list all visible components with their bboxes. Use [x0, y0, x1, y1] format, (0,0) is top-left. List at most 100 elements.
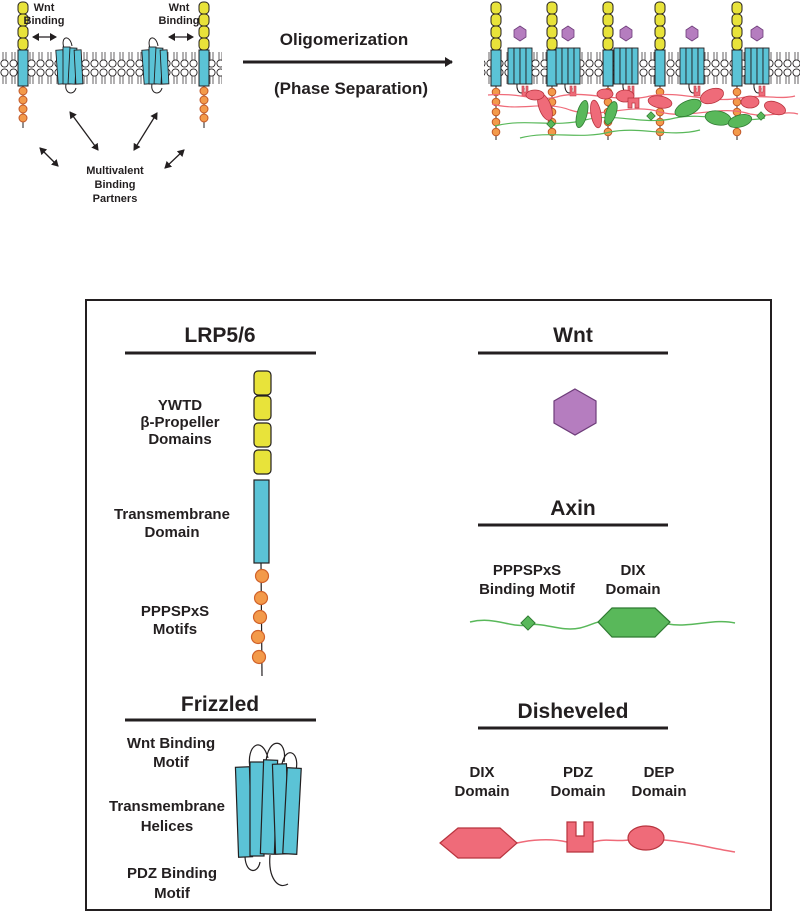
cluster-lrp-ywtd	[654, 1, 666, 15]
frizzled-receptor-left	[55, 37, 84, 94]
frizzled-helices-label-2: Helices	[141, 818, 194, 835]
oligomerization-label: Oligomerization	[280, 30, 408, 49]
cluster-lrp-ywtd	[490, 13, 502, 27]
cluster-lrp-motif	[491, 97, 501, 107]
multivalent-arrow-2	[69, 111, 99, 151]
signalosome-receptor-clusters	[490, 1, 770, 140]
cluster-lrp-ywtd	[546, 1, 558, 15]
lrp-tm-label-2: Domain	[144, 524, 199, 541]
cluster-lrp-ywtd	[654, 37, 666, 51]
legend-wnt: Wnt	[478, 324, 668, 436]
lrp-motifs-label-2: Motifs	[153, 621, 197, 638]
lrp-ywtd-label-1: YWTD	[158, 397, 202, 414]
lrp-receptor-left	[17, 1, 29, 128]
cluster-frizzled-helix	[513, 47, 521, 85]
cluster-frizzled-helix	[519, 47, 527, 85]
cluster-lrp-ywtd	[602, 37, 614, 51]
cluster-dvl-pdz	[569, 85, 577, 97]
cluster-frizzled-helix	[619, 47, 627, 85]
cluster-frizzled-helix	[573, 47, 581, 85]
cluster-frizzled-helix	[555, 47, 563, 85]
cluster-frizzled-helix	[525, 47, 533, 85]
cluster-lrp-ywtd	[546, 25, 558, 39]
wnt-binding-label-left-1: Wnt	[34, 2, 55, 14]
frizzled-receptor-right	[141, 37, 170, 94]
cluster-frizzled-helix	[697, 47, 705, 85]
cluster-lrp-ywtd	[654, 25, 666, 39]
legend-disheveled: Disheveled DIX Domain PDZ Domain DEP Dom…	[439, 700, 736, 859]
signalosome-condensate	[487, 87, 799, 139]
axin-dix-label-2: Domain	[605, 581, 660, 598]
multivalent-arrow-4	[164, 149, 185, 169]
legend-lrp: LRP5/6 YWTD β-Propeller Domains Transmem…	[114, 324, 316, 677]
frizzled-legend-glyph	[234, 742, 302, 887]
dvl-pdz-label-2: Domain	[550, 783, 605, 800]
axin-dix-domain	[597, 607, 671, 638]
cluster-lrp-ywtd	[602, 1, 614, 15]
cluster-frizzled-helix	[613, 47, 621, 85]
frizzled-pdz-motif-label-2: Motif	[154, 885, 191, 902]
axin-dix-label-1: DIX	[620, 562, 645, 579]
cluster-frizzled-helix	[507, 47, 515, 85]
axin-pppspxs-label-1: PPPSPxS	[493, 562, 561, 579]
disheveled-backbone	[516, 839, 736, 853]
disheveled-pdz-domain	[566, 821, 594, 853]
multivalent-label-1: Multivalent	[86, 165, 144, 177]
axin-title: Axin	[550, 497, 596, 520]
cluster-lrp-motif	[547, 87, 557, 97]
dvl-pdz-label-1: PDZ	[563, 764, 593, 781]
cluster-frizzled-helix	[756, 47, 764, 85]
wnt-binding-label-right-2: Binding	[159, 15, 200, 27]
axin-backbone	[469, 619, 736, 630]
cluster-lrp-ywtd	[546, 37, 558, 51]
cluster-frizzled-helix	[625, 47, 633, 85]
cluster-lrp-ywtd	[731, 13, 743, 27]
lrp-motifs-label-1: PPPSPxS	[141, 603, 209, 620]
cluster-lrp-ywtd	[490, 37, 502, 51]
wnt-binding-label-left-2: Binding	[24, 15, 65, 27]
cluster-lrp-tm	[490, 49, 502, 87]
multivalent-arrow-3	[133, 112, 158, 151]
lrp-receptor-right	[198, 1, 210, 128]
initial-membrane-state: Wnt Binding Wnt Binding Multivalent Bind…	[0, 1, 222, 205]
cluster-lrp-motif	[732, 127, 742, 137]
dvl-dep-label-2: Domain	[631, 783, 686, 800]
cluster-lrp-ywtd	[731, 1, 743, 15]
cluster-dvl-pdz	[693, 85, 701, 97]
legend-frizzled: Frizzled Wnt Binding Motif Transmembrane…	[109, 693, 316, 902]
cluster-frizzled-helix	[685, 47, 693, 85]
cluster-lrp-motif	[491, 127, 501, 137]
cluster-wnt	[513, 25, 527, 42]
wnt-binding-label-right-1: Wnt	[169, 2, 190, 14]
legend-axin: Axin PPPSPxS Binding Motif DIX Domain	[469, 497, 736, 638]
cluster-frizzled-helix	[561, 47, 569, 85]
wnt-hexagon	[553, 388, 597, 436]
cluster-lrp-motif	[732, 87, 742, 97]
cluster-lrp-motif	[547, 127, 557, 137]
cluster-lrp-tm	[654, 49, 666, 87]
cluster-wnt	[750, 25, 764, 42]
cluster-frizzled-helix	[750, 47, 758, 85]
cluster-lrp-ywtd	[546, 13, 558, 27]
cluster-lrp-ywtd	[490, 25, 502, 39]
oligomerization-transition: Oligomerization (Phase Separation)	[243, 30, 453, 98]
lrp-ywtd-label-2: β-Propeller	[140, 414, 219, 431]
cluster-lrp-tm	[602, 49, 614, 87]
dvl-dix-label-2: Domain	[454, 783, 509, 800]
cluster-lrp-tm	[546, 49, 558, 87]
multivalent-label-3: Partners	[93, 193, 138, 205]
wnt-title: Wnt	[553, 324, 593, 347]
cluster-wnt	[561, 25, 575, 42]
cluster-frizzled-helix	[679, 47, 687, 85]
disheveled-dix-domain	[439, 827, 518, 859]
disheveled-title: Disheveled	[518, 700, 629, 723]
cluster-lrp-ywtd	[731, 37, 743, 51]
cluster-dvl-pdz	[758, 85, 766, 97]
dvl-dix-label-1: DIX	[469, 764, 494, 781]
cluster-lrp-motif	[491, 107, 501, 117]
axin-pppspxs-label-2: Binding Motif	[479, 581, 576, 598]
lrp-title: LRP5/6	[184, 324, 255, 347]
cluster-wnt	[685, 25, 699, 42]
cluster-lrp-motif	[491, 87, 501, 97]
